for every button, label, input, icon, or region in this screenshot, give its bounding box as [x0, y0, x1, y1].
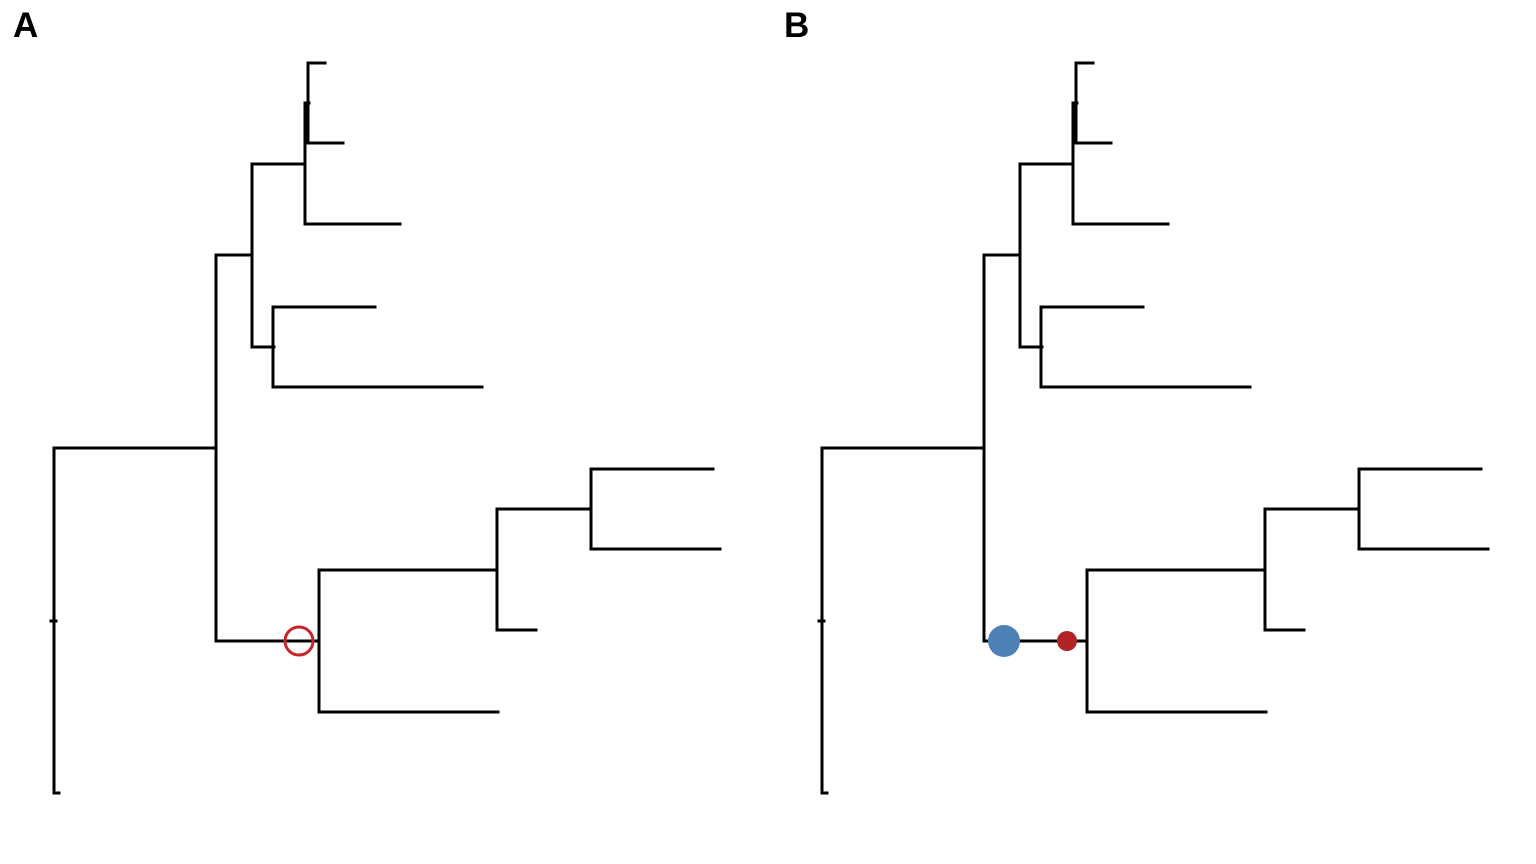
- panel-label-a: A: [13, 6, 39, 45]
- large-blue-dot-marker: [988, 625, 1020, 657]
- small-red-dot-marker: [1057, 631, 1077, 651]
- tree-panel-b: [817, 61, 1490, 795]
- panel-label-b: B: [784, 6, 810, 45]
- open-circle-marker: [283, 625, 315, 657]
- tree-panel-a: [49, 61, 722, 795]
